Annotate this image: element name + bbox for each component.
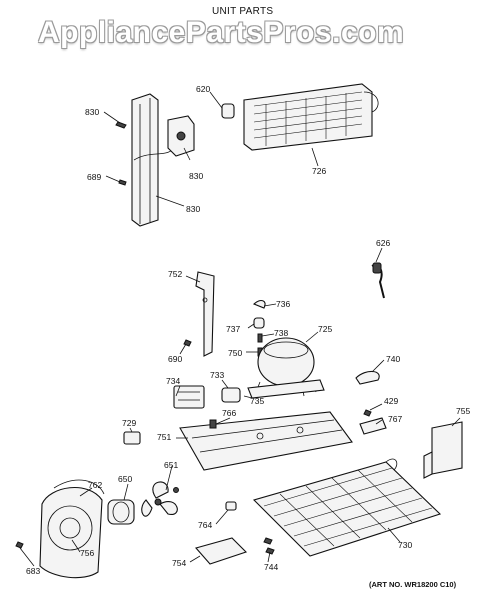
callout-label: 752 xyxy=(168,269,182,279)
fan-blade-part[interactable] xyxy=(141,481,178,517)
callout-label: 690 xyxy=(168,354,182,364)
callout-label: 650 xyxy=(118,474,132,484)
defrost-thermostat-part[interactable] xyxy=(221,103,235,119)
callout-label: 830 xyxy=(186,204,200,214)
callout-label: 735 xyxy=(250,396,264,406)
fan-shroud-part[interactable] xyxy=(39,479,105,579)
callout-label: 730 xyxy=(398,540,412,550)
callout-label: 737 xyxy=(226,324,240,334)
screw-part[interactable] xyxy=(263,537,273,545)
capacitor-part[interactable] xyxy=(123,431,141,445)
callout-label: 620 xyxy=(196,84,210,94)
mounting-bracket-part[interactable] xyxy=(195,271,215,357)
corner-bracket-part[interactable] xyxy=(423,421,463,479)
callout-label: 755 xyxy=(456,406,470,416)
callout-label: 725 xyxy=(318,324,332,334)
nut-part[interactable] xyxy=(173,487,179,493)
screw-part[interactable] xyxy=(265,547,275,555)
callout-label: 767 xyxy=(388,414,402,424)
callout-label: 740 xyxy=(386,354,400,364)
callout-label: 830 xyxy=(189,171,203,181)
damper-control-part[interactable] xyxy=(167,115,195,157)
callout-label: 766 xyxy=(222,408,236,418)
pin-part[interactable] xyxy=(257,333,263,343)
leader-lines xyxy=(19,91,461,567)
callout-label: 729 xyxy=(122,418,136,428)
screw-part[interactable] xyxy=(115,121,127,129)
base-plate-part[interactable] xyxy=(179,411,353,471)
callout-label: 754 xyxy=(172,558,186,568)
overload-protector-part[interactable] xyxy=(221,387,241,403)
screw-part[interactable] xyxy=(363,409,372,417)
callout-label: 744 xyxy=(264,562,278,572)
compressor-part[interactable] xyxy=(247,337,325,399)
grommet-part[interactable] xyxy=(253,317,265,329)
callout-label: 764 xyxy=(198,520,212,530)
callout-label: 736 xyxy=(276,299,290,309)
callout-label: 683 xyxy=(26,566,40,576)
callout-label: 762 xyxy=(88,480,102,490)
callout-label: 830 xyxy=(85,107,99,117)
callout-label: 626 xyxy=(376,238,390,248)
callout-label: 429 xyxy=(384,396,398,406)
callout-label: 751 xyxy=(157,432,171,442)
callout-label: 733 xyxy=(210,370,224,380)
screw-part[interactable] xyxy=(118,179,127,186)
relay-overload-part[interactable] xyxy=(173,385,205,409)
watermark-logo: AppliancePartsPros.com xyxy=(38,16,405,49)
callout-label: 726 xyxy=(312,166,326,176)
callout-label: 756 xyxy=(80,548,94,558)
spacer-part[interactable] xyxy=(209,419,217,429)
fan-motor-part[interactable] xyxy=(107,499,135,525)
callout-label: 651 xyxy=(164,460,178,470)
tube-clip-part[interactable] xyxy=(355,370,380,385)
screw-part[interactable] xyxy=(15,541,24,549)
bracket-channel-part[interactable] xyxy=(131,93,176,227)
callout-label: 734 xyxy=(166,376,180,386)
condenser-grid-part[interactable] xyxy=(252,458,442,557)
condenser-coil-part[interactable] xyxy=(243,83,379,151)
art-number: (ART NO. WR18200 C10) xyxy=(369,580,457,589)
diagram-title: UNIT PARTS xyxy=(212,6,274,17)
callout-label: 738 xyxy=(274,328,288,338)
callout-label: 689 xyxy=(87,172,101,182)
callout-label: 750 xyxy=(228,348,242,358)
drain-pan-part[interactable] xyxy=(195,537,248,565)
clip-part[interactable] xyxy=(225,501,237,511)
drier-tube-part[interactable] xyxy=(371,262,385,299)
clip-part[interactable] xyxy=(253,299,266,309)
